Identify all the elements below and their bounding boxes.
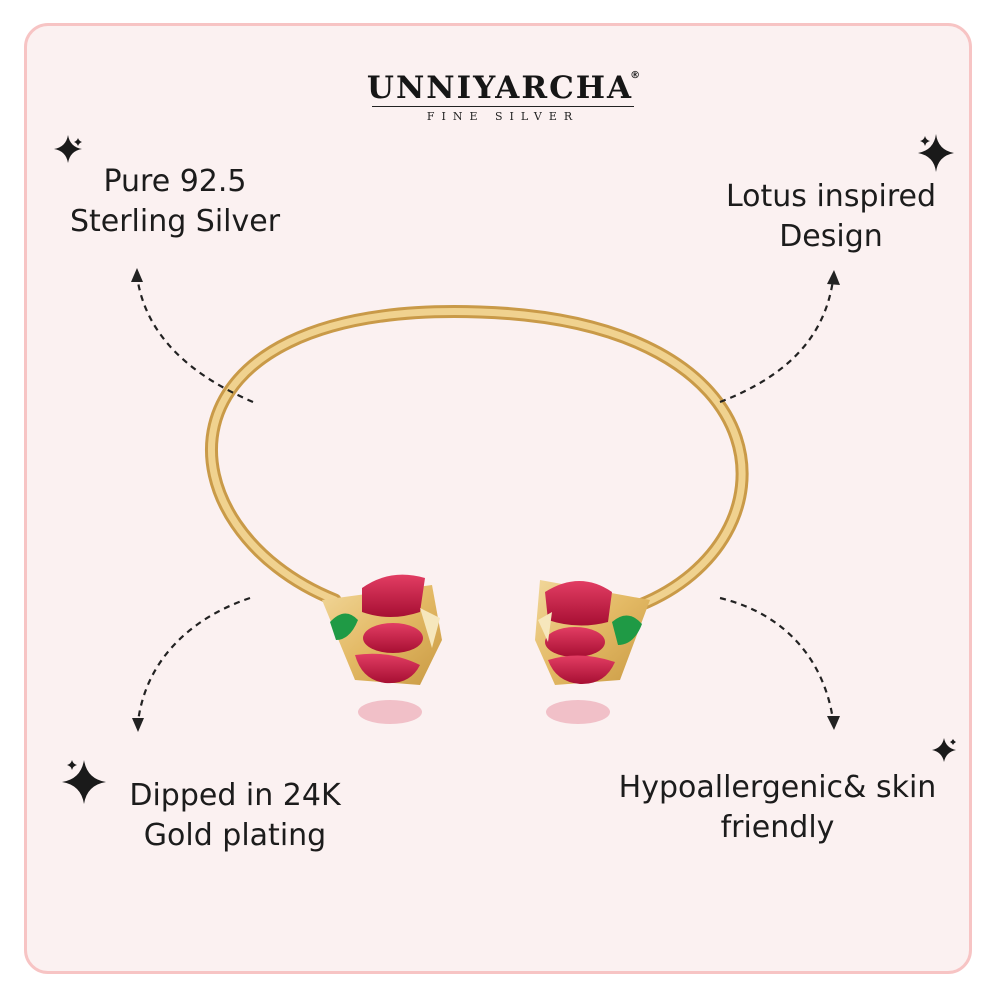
- arrow-down-icon: [827, 716, 840, 730]
- brand-name-text: UNNIYARCHA: [366, 70, 634, 106]
- feature-line: Dipped in 24K: [129, 778, 341, 813]
- pointer-arrows: [135, 275, 835, 723]
- arrow-bottom-left: [136, 596, 251, 723]
- logo-divider: [372, 106, 634, 107]
- brand-logo: UNNIYARCHA®: [0, 70, 1000, 106]
- feature-gold-plating: Dipped in 24K Gold plating: [100, 776, 370, 856]
- sparkle-icon: [918, 134, 954, 172]
- arrow-top-left: [135, 275, 254, 404]
- sparkle-icon: [950, 739, 956, 745]
- arrow-top-right: [719, 279, 835, 404]
- bracelet-reflection: [358, 700, 610, 724]
- feature-line: Lotus inspired: [725, 179, 936, 214]
- arrow-heads: [131, 268, 840, 732]
- arrow-up-icon: [827, 270, 840, 285]
- sparkle-icon: [920, 136, 930, 146]
- feature-line: Design: [779, 219, 883, 254]
- feature-hypoallergenic: Hypoallergenic& skin friendly: [585, 768, 970, 848]
- lotus-left-icon: [322, 574, 442, 685]
- brand-name: UNNIYARCHA®: [366, 70, 640, 106]
- arrow-bottom-right: [719, 596, 835, 721]
- sparkle-icon: [67, 760, 77, 770]
- sparkles: [54, 134, 956, 804]
- brand-tagline-block: FINE SILVER: [372, 106, 634, 124]
- feature-line: Pure 92.5: [103, 164, 247, 199]
- feature-line: Gold plating: [143, 818, 327, 853]
- brand-tagline: FINE SILVER: [426, 110, 580, 123]
- feature-line: Hypoallergenic& skin: [618, 770, 937, 805]
- bangle-wire: [205, 305, 749, 612]
- sparkle-icon: [932, 738, 956, 762]
- arrow-up-icon: [131, 268, 143, 282]
- sparkle-icon: [54, 135, 82, 163]
- arrow-down-icon: [132, 718, 144, 732]
- product-card-frame: [24, 23, 972, 974]
- lotus-right-icon: [535, 580, 650, 685]
- sparkle-icon: [62, 760, 106, 804]
- feature-line: Sterling Silver: [69, 204, 281, 239]
- registered-mark: ®: [630, 70, 643, 81]
- feature-line: friendly: [720, 810, 835, 845]
- sparkle-icon: [74, 138, 82, 146]
